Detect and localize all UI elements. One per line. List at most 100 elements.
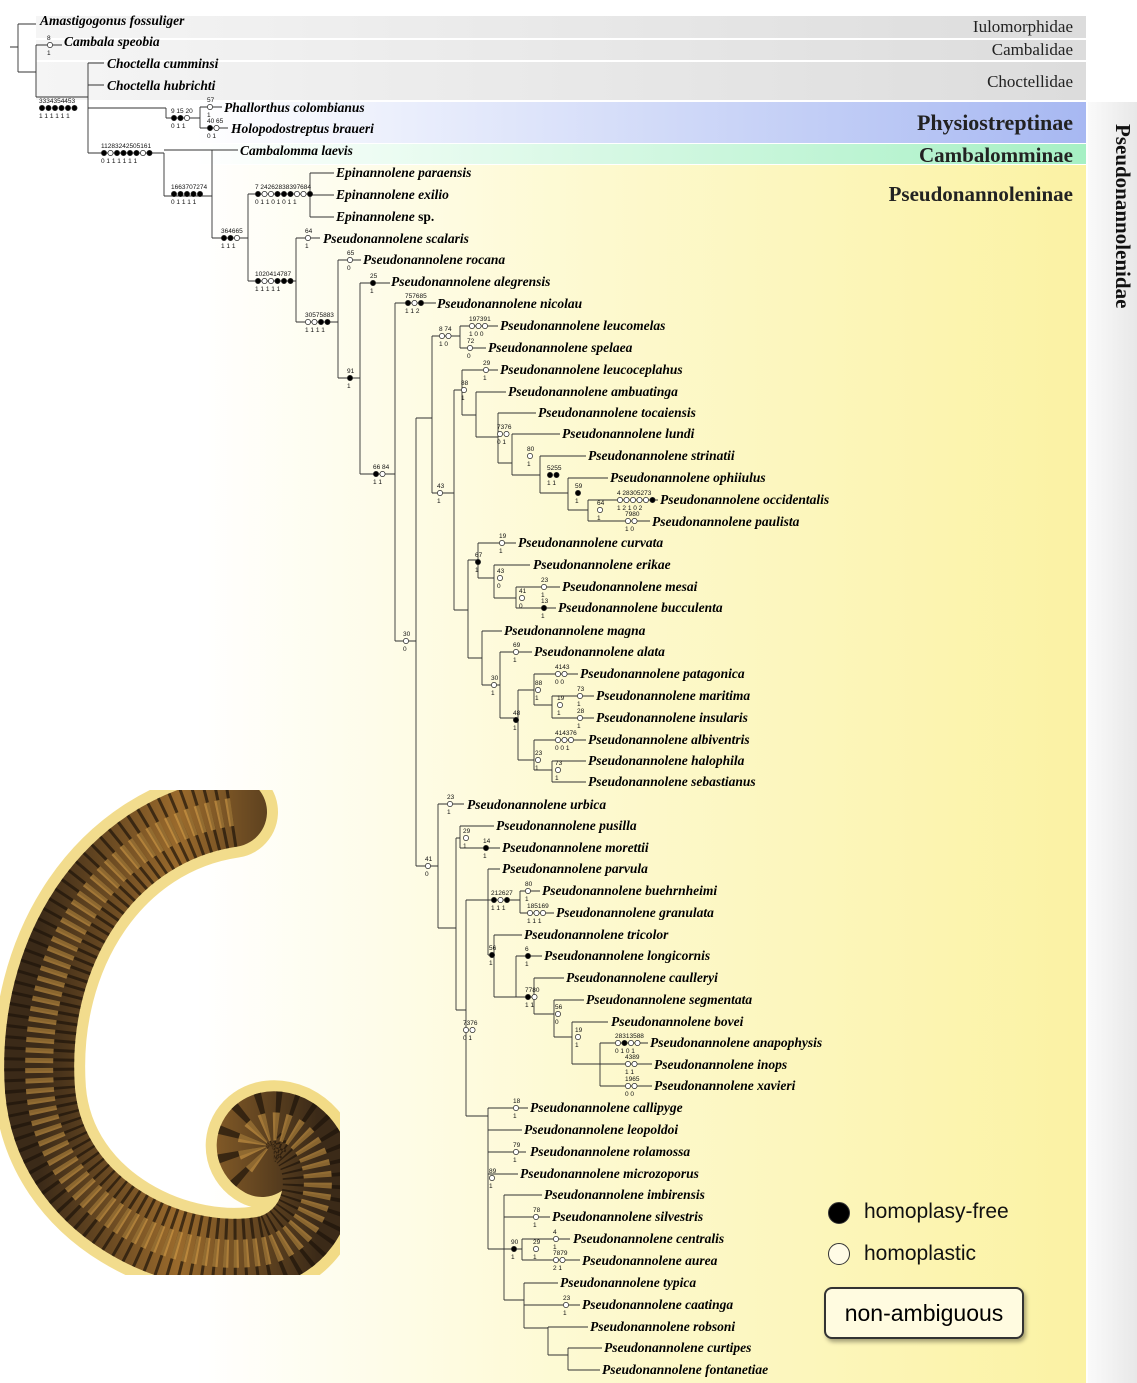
taxon-label: Pseudonannolene typica: [560, 1275, 696, 1291]
homoplastic-marker: [557, 702, 562, 707]
character-marker: 281: [577, 708, 585, 730]
character-number-label: 78: [533, 1207, 541, 1214]
character-marker: 79801 0: [625, 511, 640, 533]
character-number-label: 19: [499, 533, 507, 540]
homoplasy-free-marker: [489, 952, 494, 957]
character-state-label: 1: [577, 701, 581, 708]
character-marker: 410: [519, 588, 527, 610]
character-state-label: 1: [483, 375, 487, 382]
taxon-label: Pseudonannolene granulata: [556, 905, 714, 921]
character-marker: 641: [597, 500, 605, 522]
character-number-label: 1965: [625, 1076, 640, 1083]
character-marker: 801: [527, 446, 535, 468]
homoplasy-free-marker: [525, 994, 530, 999]
character-marker: 191: [557, 695, 565, 717]
character-state-label: 1: [461, 395, 465, 402]
character-marker: 79 1: [513, 1142, 521, 1164]
character-number-label: 30: [491, 675, 499, 682]
taxon-label: Pseudonannolene maritima: [596, 688, 750, 704]
character-number-label: 364665: [221, 228, 243, 235]
homoplasy-free-dot-icon: [828, 1202, 850, 1224]
character-number-label: 79: [513, 1142, 521, 1149]
character-marker: 3646651 1 1: [221, 228, 243, 250]
homoplasy-free-marker: [65, 105, 70, 110]
homoplasy-free-marker: [547, 472, 552, 477]
homoplastic-marker: [637, 497, 642, 502]
character-state-label: 1 0: [439, 341, 448, 348]
character-state-label: 0: [497, 583, 501, 590]
homoplasy-free-marker: [525, 953, 530, 958]
homoplastic-marker: [268, 278, 273, 283]
homoplastic-marker: [262, 191, 267, 196]
character-number-label: 41: [519, 588, 527, 595]
homoplastic-marker: [625, 518, 630, 523]
character-number-label: 88: [461, 380, 469, 387]
character-number-label: 9 15 20: [171, 108, 193, 115]
homoplastic-marker: [527, 910, 532, 915]
character-marker: 8 741 0: [439, 326, 452, 348]
character-marker: 29 1: [483, 360, 491, 382]
homoplastic-marker: [463, 835, 468, 840]
taxon-label: Pseudonannolene longicornis: [544, 948, 710, 964]
homoplastic-marker: [470, 1027, 475, 1032]
homoplastic-marker: [562, 737, 567, 742]
taxon-label: Pseudonannolene microzoporus: [520, 1166, 699, 1182]
character-state-label: 1 1: [625, 1069, 634, 1076]
homoplastic-marker: [437, 490, 442, 495]
homoplastic-marker: [305, 319, 310, 324]
homoplastic-marker: [635, 1040, 640, 1045]
homoplasy-free-marker: [197, 191, 202, 196]
homoplastic-marker: [560, 1257, 565, 1262]
taxon-label: Pseudonannolene buehrnheimi: [542, 883, 717, 899]
homoplastic-marker: [234, 235, 239, 240]
homoplasy-free-marker: [171, 191, 176, 196]
homoplasy-free-marker: [39, 105, 44, 110]
character-state-label: 1: [575, 1042, 579, 1049]
character-number-label: 7376: [463, 1020, 478, 1027]
character-marker: 191: [575, 1027, 583, 1049]
character-number-label: 69: [513, 642, 521, 649]
character-number-label: 29: [483, 360, 491, 367]
character-marker: 181: [513, 1098, 521, 1120]
character-number-label: 4143: [555, 664, 570, 671]
homoplastic-marker: [513, 1105, 518, 1110]
character-state-label: 1: [513, 1157, 517, 1164]
character-marker: 571: [207, 97, 215, 119]
homoplasy-free-marker: [46, 105, 51, 110]
homoplastic-marker: [497, 575, 502, 580]
character-state-label: 1: [489, 960, 493, 967]
character-state-label: 0 1 1 1 1 1 1: [101, 158, 138, 165]
character-number-label: 4 28305273: [617, 490, 652, 497]
character-marker: 191: [499, 533, 507, 555]
taxon-label: Pseudonannolene inops: [654, 1057, 787, 1073]
character-marker: 2126271 1 1: [491, 890, 513, 912]
character-number-label: 6: [525, 946, 529, 953]
homoplastic-marker: [463, 1027, 468, 1032]
character-state-label: 0: [555, 1019, 559, 1026]
character-number-label: 90: [511, 1239, 519, 1246]
homoplastic-marker: [513, 649, 518, 654]
homoplastic-marker: [577, 715, 582, 720]
homoplastic-marker: [497, 431, 502, 436]
homoplastic-marker: [439, 333, 444, 338]
character-marker: 9 15 200 1 1: [171, 108, 193, 130]
taxon-label: Choctella cumminsi: [107, 56, 218, 72]
homoplasy-free-marker: [134, 150, 139, 155]
homoplasy-free-marker: [541, 605, 546, 610]
character-state-label: 1: [511, 1254, 515, 1261]
taxon-label: Pseudonannolene albiventris: [588, 732, 750, 748]
character-state-label: 1 1 2: [405, 308, 420, 315]
taxon-label: Pseudonannolene leucoceplahus: [500, 362, 683, 378]
homoplasy-free-marker: [491, 897, 496, 902]
homoplasy-free-marker: [191, 191, 196, 196]
character-number-label: 11283242505161: [101, 143, 152, 150]
homoplasy-free-marker: [513, 717, 518, 722]
homoplasy-free-marker: [405, 300, 410, 305]
character-number-label: 73: [555, 760, 563, 767]
character-state-label: 1: [535, 765, 539, 772]
character-marker: 11283242505161 0 1 1 1 1 1 1: [101, 143, 152, 165]
homoplastic-marker: [555, 767, 560, 772]
character-marker: 1851691 1 1: [527, 903, 549, 925]
character-state-label: 0 1 1 0 1 0 1 1: [255, 199, 297, 206]
